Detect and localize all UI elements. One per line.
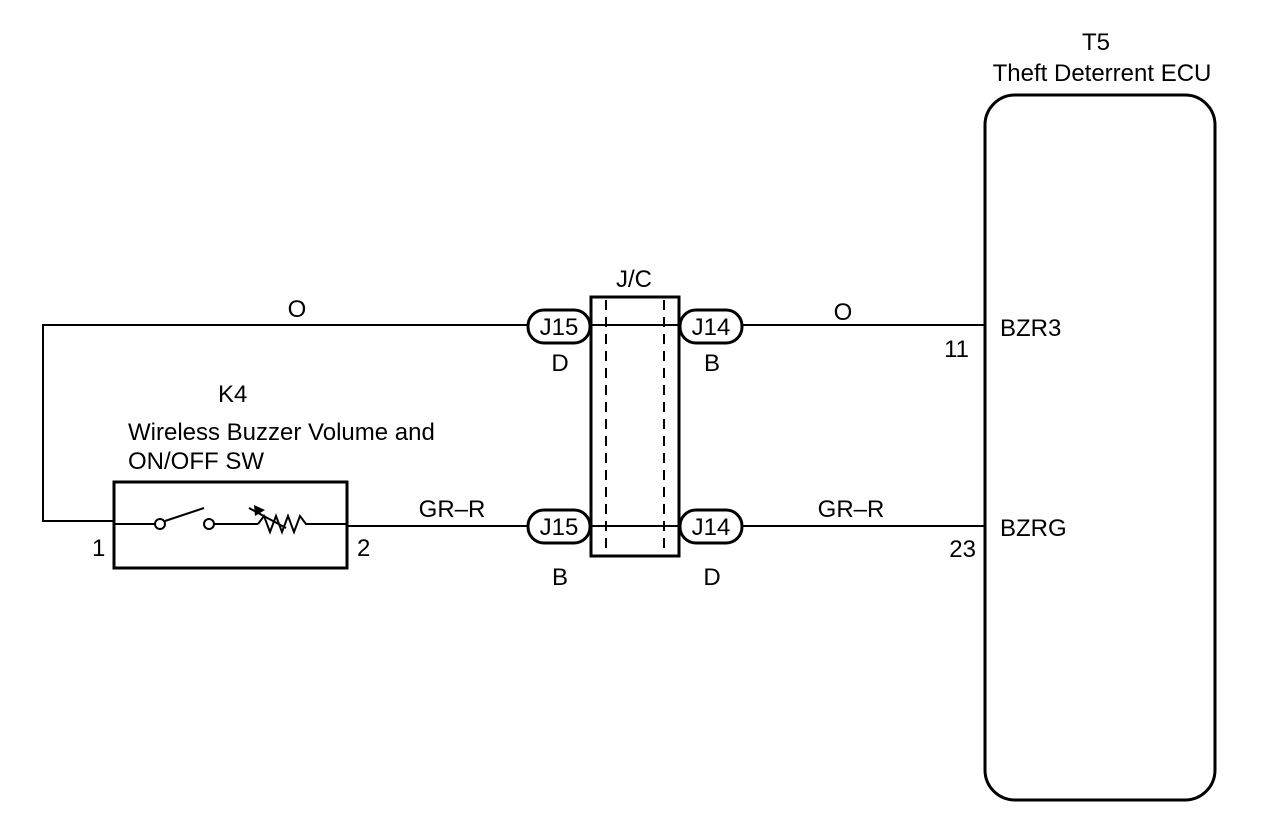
wire-label-grr-right: GR–R <box>818 496 885 523</box>
ecu-name: Theft Deterrent ECU <box>993 60 1212 87</box>
ecu-pin-number-11: 11 <box>944 336 969 363</box>
wire-label-o-right: O <box>834 299 853 326</box>
ecu-pin-signal-bzrg: BZRG <box>1000 515 1067 542</box>
ecu-pin-signal-bzr3: BZR3 <box>1000 315 1061 342</box>
switch-code: K4 <box>218 381 247 408</box>
wire-label-grr-left: GR–R <box>419 496 486 523</box>
switch-name-line2: ON/OFF SW <box>128 448 264 475</box>
connector-j14-top: J14 <box>678 308 744 345</box>
variable-resistor-icon <box>248 505 347 535</box>
connector-id: J14 <box>692 514 731 541</box>
switch-pin-2: 2 <box>357 535 370 562</box>
connector-pin-j14-top: B <box>704 350 720 377</box>
ecu-pin-number-23: 23 <box>949 536 976 563</box>
connector-pin-j15-top: D <box>551 350 568 377</box>
connector-j15-bottom: J15 <box>526 508 592 545</box>
wire-label-o-left: O <box>288 296 307 323</box>
connector-id: J15 <box>540 514 579 541</box>
ecu-box <box>983 93 1217 802</box>
switch-pin-1: 1 <box>92 535 105 562</box>
connector-id: J15 <box>540 314 579 341</box>
connector-j15-top: J15 <box>526 308 592 345</box>
connector-id: J14 <box>692 314 731 341</box>
wire-o-left <box>42 324 528 522</box>
connector-pin-j15-bottom: B <box>552 564 568 591</box>
switch-name-line1: Wireless Buzzer Volume and <box>128 419 435 446</box>
jc-box <box>589 295 681 558</box>
ecu-code: T5 <box>1082 29 1110 56</box>
jc-label: J/C <box>616 266 652 293</box>
switch-contact-symbol <box>114 507 258 530</box>
connector-pin-j14-bottom: D <box>703 564 720 591</box>
connector-j14-bottom: J14 <box>678 508 744 545</box>
